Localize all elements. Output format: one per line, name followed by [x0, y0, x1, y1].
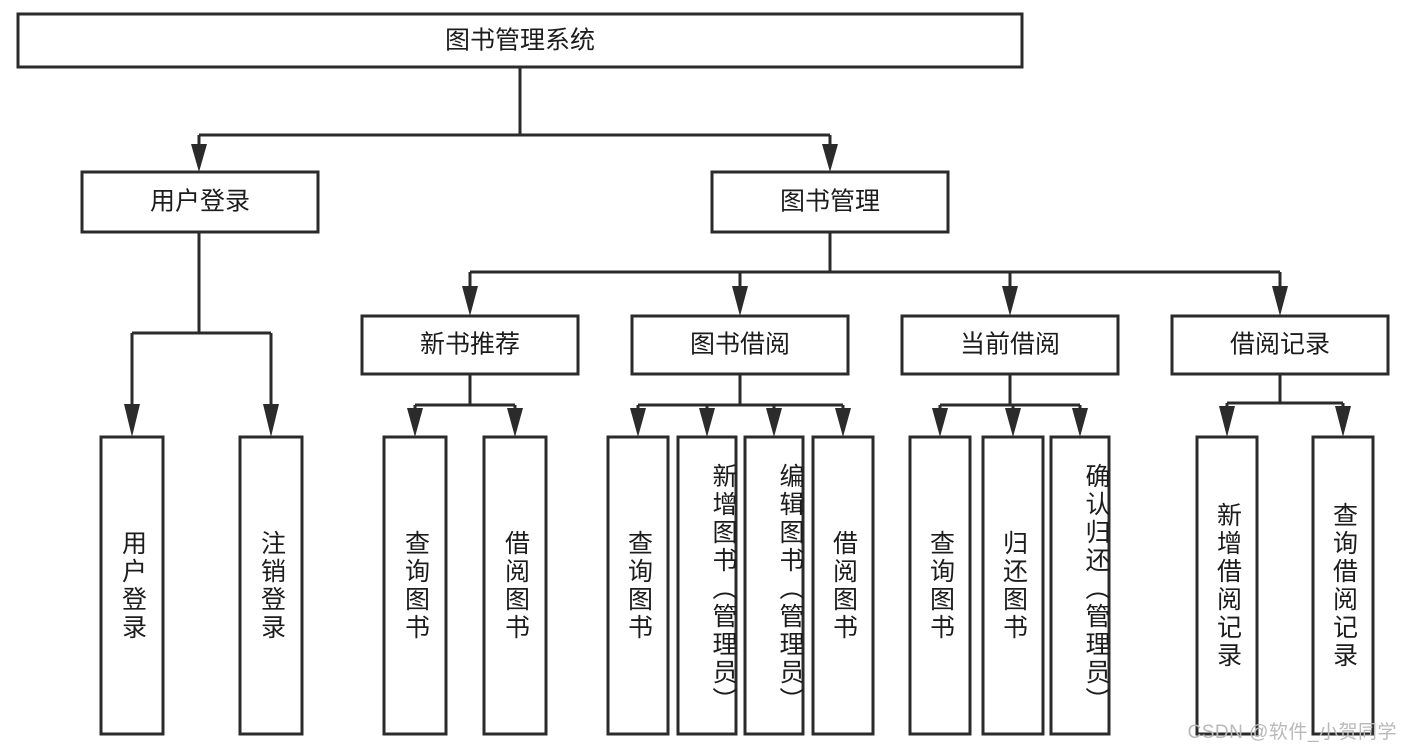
- node-user-login-label: 用户登录: [150, 188, 250, 216]
- node-book-management-box[interactable]: [710, 170, 950, 234]
- node-root[interactable]: 图书管理系统: [16, 12, 1024, 69]
- node-borrow-record-box[interactable]: [1170, 314, 1390, 376]
- leaf-box-query-book-2[interactable]: [606, 435, 670, 736]
- arrow-head-borrow-leaf-2: [699, 408, 715, 437]
- arrow-head-to-book-mgmt: [822, 144, 838, 172]
- arrow-head-current-leaf-1: [932, 408, 948, 437]
- connector-group-borrow-record: [1219, 374, 1351, 437]
- connector-group-user-login: [124, 232, 279, 437]
- connector-group-book-mgmt: [462, 232, 1288, 316]
- arrow-head-to-current-borrow: [1002, 286, 1018, 316]
- node-current-borrow[interactable]: 当前借阅: [900, 314, 1120, 376]
- leaf-box-borrow-book-1[interactable]: [482, 435, 548, 736]
- arrow-head-current-leaf-3: [1072, 408, 1088, 437]
- node-book-borrow-box[interactable]: [630, 314, 850, 376]
- arrow-head-borrow-leaf-3: [766, 408, 782, 437]
- csdn-watermark: CSDN @软件_小贺同学: [1187, 722, 1397, 743]
- arrow-head-user-leaf-1: [124, 404, 140, 437]
- node-new-book-recommend-label: 新书推荐: [420, 331, 520, 359]
- leaf-box-add-borrow-record[interactable]: [1195, 435, 1259, 736]
- connector-group-new-book: [407, 374, 523, 437]
- arrow-head-record-leaf-2: [1335, 406, 1351, 437]
- node-borrow-record-label: 借阅记录: [1230, 331, 1330, 359]
- node-book-borrow[interactable]: 图书借阅: [630, 314, 850, 376]
- arrow-head-to-new-book: [462, 286, 478, 316]
- arrow-head-to-user-login: [191, 144, 207, 172]
- connector-group-current-borrow: [932, 374, 1088, 437]
- arrow-head-user-leaf-2: [263, 404, 279, 437]
- arrow-head-borrow-leaf-4: [835, 408, 851, 437]
- arrow-head-to-borrow: [732, 286, 748, 316]
- node-user-login-box[interactable]: [80, 170, 320, 234]
- leaf-box-edit-book-admin[interactable]: [743, 435, 805, 736]
- arrow-head-current-leaf-2: [1005, 408, 1021, 437]
- node-root-box[interactable]: [16, 12, 1024, 69]
- node-book-management[interactable]: 图书管理: [710, 170, 950, 234]
- node-user-login[interactable]: 用户登录: [80, 170, 320, 234]
- leaf-box-return-book[interactable]: [981, 435, 1045, 736]
- leaf-box-add-book-admin[interactable]: [676, 435, 738, 736]
- node-book-borrow-label: 图书借阅: [690, 331, 790, 359]
- node-new-book-recommend-box[interactable]: [360, 314, 580, 376]
- leaf-box-confirm-return-admin[interactable]: [1049, 435, 1111, 736]
- node-root-label: 图书管理系统: [445, 27, 595, 55]
- node-new-book-recommend[interactable]: 新书推荐: [360, 314, 580, 376]
- leaf-box-user-login[interactable]: [99, 435, 165, 736]
- arrow-head-borrow-leaf-1: [630, 408, 646, 437]
- leaf-box-query-book-1[interactable]: [382, 435, 448, 736]
- arrow-head-to-borrow-record: [1272, 286, 1288, 316]
- node-book-management-label: 图书管理: [780, 188, 880, 216]
- connector-group-borrow: [630, 374, 851, 437]
- arrow-head-newbook-leaf-2: [507, 408, 523, 437]
- node-current-borrow-label: 当前借阅: [960, 331, 1060, 359]
- arrow-head-record-leaf-1: [1219, 406, 1235, 437]
- leaf-box-borrow-book-2[interactable]: [811, 435, 875, 736]
- leaf-box-query-book-3[interactable]: [908, 435, 972, 736]
- leaf-box-query-borrow-record[interactable]: [1311, 435, 1375, 736]
- connector-group-root: [191, 67, 838, 172]
- arrow-head-newbook-leaf-1: [407, 408, 423, 437]
- node-borrow-record[interactable]: 借阅记录: [1170, 314, 1390, 376]
- node-current-borrow-box[interactable]: [900, 314, 1120, 376]
- leaf-box-logout[interactable]: [238, 435, 304, 736]
